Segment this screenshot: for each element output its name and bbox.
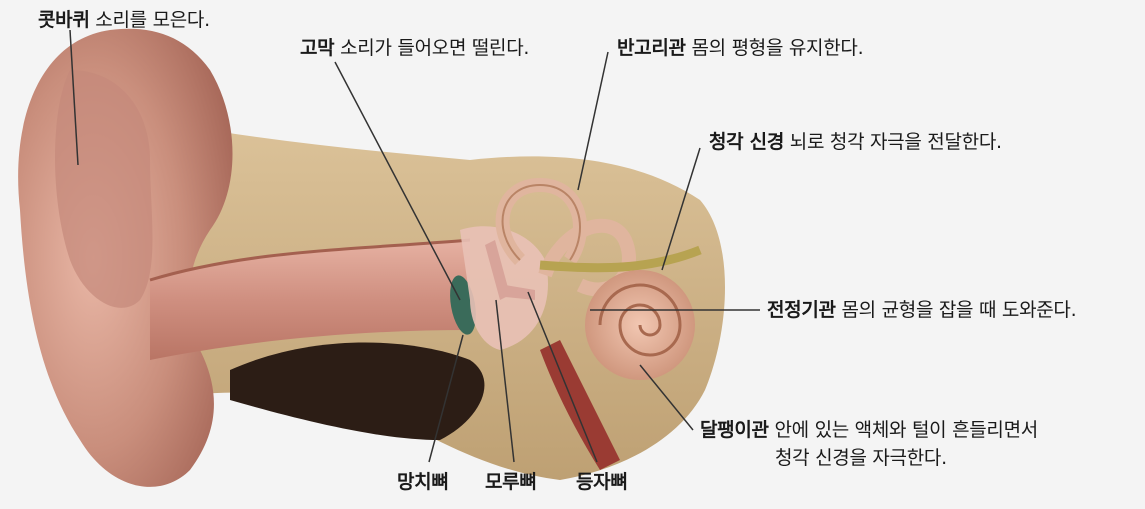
- incus-label: 모루뼈: [485, 470, 537, 494]
- semicircular-desc: 몸의 평형을 유지한다.: [691, 37, 863, 59]
- semicircular-label: 반고리관 몸의 평형을 유지한다.: [617, 36, 863, 60]
- eardrum-label: 고막 소리가 들어오면 떨린다.: [300, 36, 529, 60]
- semicircular-term: 반고리관: [617, 37, 686, 59]
- vestibule-desc: 몸의 균형을 잡을 때 도와준다.: [841, 299, 1076, 321]
- cochlea-desc: 안에 있는 액체와 털이 흔들리면서: [774, 419, 1037, 441]
- vestibule-term: 전정기관: [767, 299, 836, 321]
- auditory-nerve-desc: 뇌로 청각 자극을 전달한다.: [790, 131, 1002, 153]
- stapes-label: 등자뼈: [576, 470, 628, 494]
- eardrum-term: 고막: [300, 37, 334, 59]
- auricle-label: 콧바퀴 소리를 모은다.: [38, 8, 210, 32]
- eardrum-desc: 소리가 들어오면 떨린다.: [340, 37, 529, 59]
- auricle-desc: 소리를 모은다.: [95, 9, 210, 31]
- auricle-term: 콧바퀴: [38, 9, 90, 31]
- malleus-term: 망치뼈: [397, 471, 449, 493]
- cochlea-label-line2: 청각 신경을 자극한다.: [775, 446, 947, 470]
- cochlea-shape: [585, 270, 695, 380]
- cochlea-desc2: 청각 신경을 자극한다.: [775, 447, 947, 469]
- auditory-nerve-label: 청각 신경 뇌로 청각 자극을 전달한다.: [709, 130, 1002, 154]
- auditory-nerve-term: 청각 신경: [709, 131, 784, 153]
- stapes-term: 등자뼈: [576, 471, 628, 493]
- incus-term: 모루뼈: [485, 471, 537, 493]
- vestibule-label: 전정기관 몸의 균형을 잡을 때 도와준다.: [767, 298, 1076, 322]
- malleus-label: 망치뼈: [397, 470, 449, 494]
- cochlea-label: 달팽이관 안에 있는 액체와 털이 흔들리면서: [700, 418, 1038, 442]
- cochlea-term: 달팽이관: [700, 419, 769, 441]
